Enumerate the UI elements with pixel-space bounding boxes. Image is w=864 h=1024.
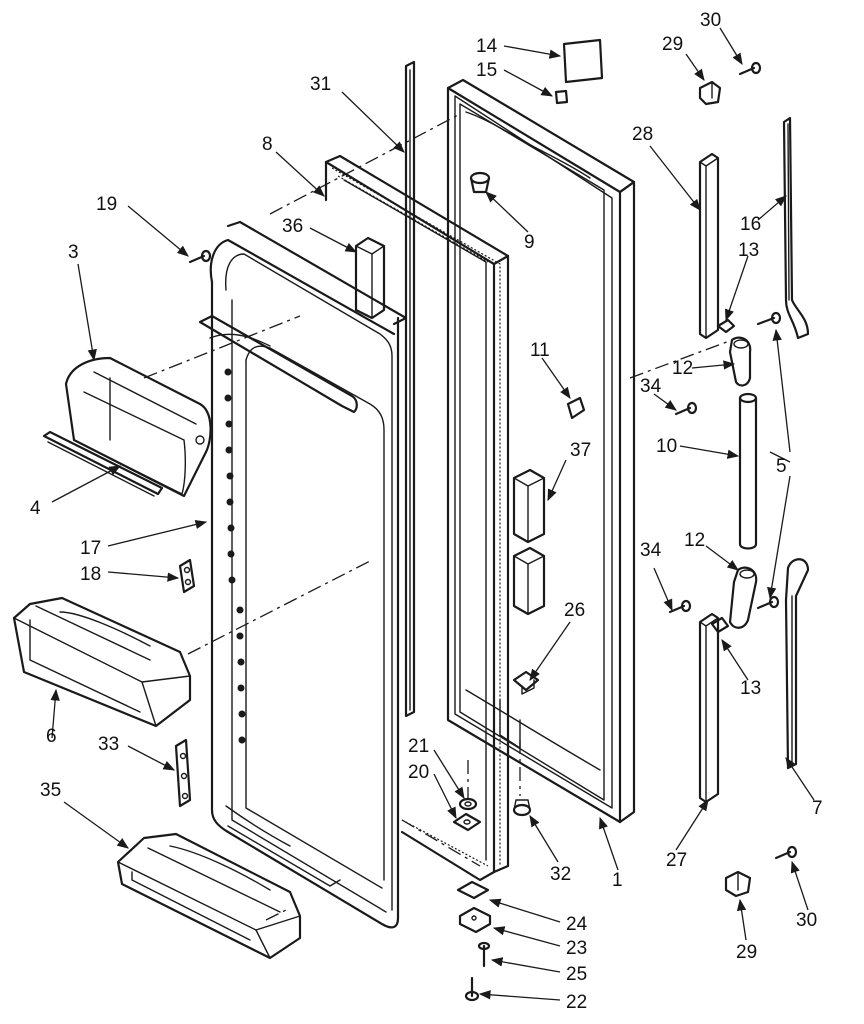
breaker-block <box>354 236 386 320</box>
door-gasket-frame <box>324 154 510 882</box>
callout-label: 21 <box>408 736 429 757</box>
callout-label: 16 <box>740 214 761 235</box>
handle-screw-lower-left <box>668 599 692 614</box>
hinge-clip-upper <box>716 318 736 334</box>
hinge-bushing <box>458 797 478 811</box>
callout-label: 27 <box>666 850 687 871</box>
alignment-lines <box>143 113 733 921</box>
outer-door-panel <box>446 78 636 824</box>
callout-label: 30 <box>700 10 721 31</box>
hinge-plate-upper <box>456 880 490 900</box>
callout-label: 6 <box>46 726 57 747</box>
hinge-plate-lower <box>458 906 492 934</box>
lower-handle-channel <box>698 612 720 804</box>
callout-label: 28 <box>632 124 653 145</box>
callout-label: 18 <box>80 564 101 585</box>
upper-door-bin <box>12 596 192 728</box>
hinge-bolt <box>464 976 480 1002</box>
foam-block-upper <box>512 468 546 544</box>
callout-label: 29 <box>736 942 757 963</box>
bottom-fitting-screw <box>774 845 798 860</box>
callout-label: 26 <box>564 600 585 621</box>
door-clip <box>566 396 586 420</box>
callout-label: 31 <box>310 74 331 95</box>
bottom-hinge-fitting <box>724 870 752 898</box>
callout-label: 36 <box>282 216 303 237</box>
label-plate <box>562 38 604 84</box>
upper-handle-channel <box>698 152 720 340</box>
callout-label: 24 <box>566 914 588 935</box>
vertical-trim-strip <box>404 60 416 718</box>
foam-block-lower <box>512 546 546 616</box>
callout-label: 33 <box>98 734 119 755</box>
callout-labels: 30 29 14 15 31 28 8 16 19 36 9 13 3 12 1… <box>30 10 823 1013</box>
hinge-clip-lower <box>710 616 730 634</box>
top-fitting-screw <box>738 61 762 76</box>
callout-label: 13 <box>738 240 759 261</box>
callout-label: 3 <box>68 242 79 263</box>
callout-label: 30 <box>796 910 817 931</box>
callout-label: 37 <box>570 440 591 461</box>
hinge-washer <box>452 812 482 832</box>
small-label <box>554 89 569 105</box>
handle-end-cap-lower <box>728 566 758 629</box>
shelf-bracket-lower <box>174 738 192 808</box>
leader-lines <box>50 27 815 1001</box>
callout-label: 14 <box>476 36 498 57</box>
lower-handle-trim <box>784 558 810 770</box>
handle-bracket <box>512 670 540 695</box>
callout-label: 7 <box>812 798 823 819</box>
callout-label: 25 <box>566 964 587 985</box>
callout-label: 15 <box>476 60 497 81</box>
callout-label: 4 <box>30 498 41 519</box>
handle-screw-upper-left <box>674 401 698 416</box>
shelf-peg-holes <box>224 368 246 744</box>
callout-label: 19 <box>96 194 117 215</box>
callout-label: 35 <box>40 780 61 801</box>
door-liner <box>198 220 408 929</box>
lower-door-bin <box>116 832 302 960</box>
callout-label: 1 <box>612 870 623 891</box>
shelf-bracket-upper <box>178 558 196 594</box>
door-stop <box>512 799 532 817</box>
callout-label: 34 <box>640 540 662 561</box>
callout-label: 29 <box>662 34 683 55</box>
handle-screw-upper-right <box>756 311 782 326</box>
callout-label: 5 <box>776 456 787 477</box>
callout-label: 12 <box>684 530 705 551</box>
callout-label: 34 <box>640 376 662 397</box>
callout-label: 32 <box>550 864 571 885</box>
callout-label: 20 <box>408 762 429 783</box>
handle-tube <box>738 392 758 550</box>
liner-screw <box>188 249 212 264</box>
hinge-screw <box>477 941 491 968</box>
callout-label: 8 <box>262 134 273 155</box>
callout-label: 17 <box>80 538 101 559</box>
callout-label: 9 <box>524 232 535 253</box>
top-hinge-fitting <box>698 80 722 106</box>
upper-handle-trim <box>782 116 810 340</box>
callout-label: 23 <box>566 938 587 959</box>
door-plug <box>469 171 491 194</box>
callout-label: 10 <box>656 436 677 457</box>
callout-label: 11 <box>530 340 550 361</box>
handle-screw-lower-right <box>756 595 780 610</box>
callout-label: 22 <box>566 992 587 1013</box>
handle-end-cap-upper <box>728 336 752 387</box>
callout-label: 12 <box>672 358 693 379</box>
dairy-door-trim <box>42 430 164 497</box>
callout-label: 13 <box>740 678 761 699</box>
dairy-compartment-door <box>64 356 212 498</box>
